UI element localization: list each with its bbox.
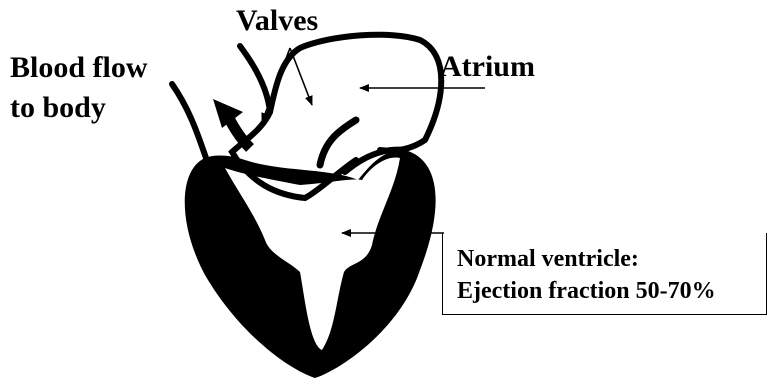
blood-flow-label-line1: Blood flow [10, 48, 148, 88]
valves-label: Valves [236, 6, 318, 36]
valves-pointer-left [262, 48, 290, 122]
atrium-outline [270, 35, 441, 151]
ventricle-callout-box: Normal ventricle: Ejection fraction 50-7… [442, 233, 767, 315]
mitral-valve-leaflet [320, 120, 356, 165]
aorta-right-wall [240, 46, 270, 112]
atrium-label: Atrium [440, 52, 535, 82]
blood-flow-label-line2: to body [10, 88, 148, 128]
ejection-fraction-label: Ejection fraction 50-70% [457, 275, 766, 307]
aorta-left-wall [172, 84, 206, 158]
blood-flow-label: Blood flow to body [10, 48, 148, 128]
ventricle-label: Normal ventricle: [457, 243, 766, 275]
valves-pointer-right [290, 48, 312, 105]
